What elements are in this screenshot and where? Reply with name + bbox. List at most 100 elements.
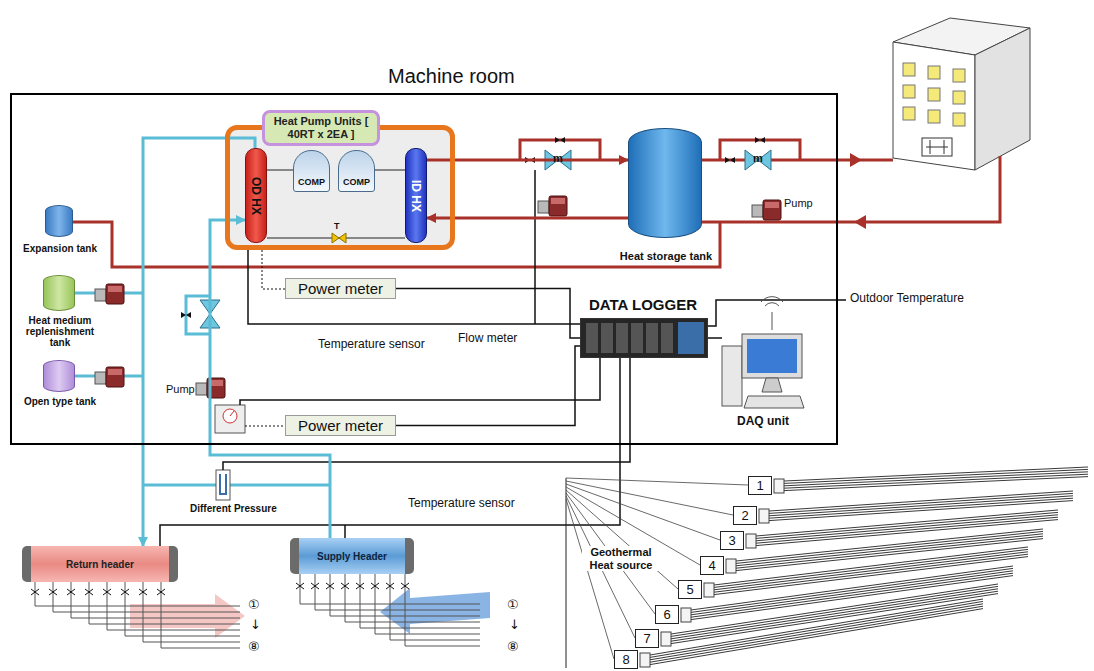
node-text: 8 (622, 652, 629, 667)
loop-pipe (671, 594, 998, 644)
branch-valve (296, 583, 304, 589)
node-text: OD HX (249, 176, 263, 214)
label: Outdoor Temperature (850, 292, 964, 306)
branch-valve (311, 583, 319, 589)
branch-pipe (107, 582, 240, 630)
branch-valve (326, 583, 334, 589)
pipe-connector (143, 138, 255, 546)
pipe-connector (396, 289, 580, 339)
label: m (553, 152, 563, 165)
loop-pipe (714, 549, 1028, 587)
loop-number: 2 (733, 506, 757, 525)
pipe-connector (396, 346, 580, 426)
branch-valve (31, 589, 39, 595)
node-text: Heat medium replenishment tank (21, 315, 99, 348)
return-header: Return header (22, 546, 178, 582)
power-meter: Power meter (285, 278, 396, 299)
loop-pipe (784, 477, 1088, 491)
label: Different Pressure (190, 503, 277, 515)
label: T (334, 221, 340, 231)
loop-number: 3 (720, 531, 744, 550)
node-text: DATA LOGGER (589, 296, 697, 313)
compressor: COMP (338, 150, 375, 192)
machine-room: Machine roomHeat Pump Units [ 40RT x 2EA… (10, 93, 838, 445)
branch-pipe (315, 574, 480, 610)
branch-pipe (53, 582, 240, 612)
label: ↓ (509, 618, 520, 633)
branch-valve (139, 589, 147, 595)
loop-header (746, 534, 756, 548)
label: Geothermal Heat source (582, 546, 660, 571)
label: ① (507, 598, 519, 613)
branch-pipe (161, 582, 240, 648)
branch-valve (356, 583, 364, 589)
branch-pipe (143, 582, 240, 642)
branch-pipe (89, 582, 240, 624)
loop-pipe (714, 547, 1028, 585)
node-text: 5 (686, 582, 693, 597)
loop-number: 5 (678, 580, 702, 599)
branch-valve (401, 583, 409, 589)
expansion-tank: Expansion tank (45, 205, 73, 237)
node-text: DAQ unit (722, 414, 804, 428)
leader-line (566, 490, 678, 589)
open-type-tank: Open type tank (43, 360, 75, 392)
leader-bar (566, 478, 567, 668)
branch-valve (341, 583, 349, 589)
loop-header (661, 632, 671, 646)
label: Pump (166, 383, 195, 396)
replenishment-tank: Heat medium replenishment tank (43, 275, 75, 311)
loop-pipe (650, 604, 983, 660)
branch-valve (49, 589, 57, 595)
loop-header (681, 608, 691, 622)
heat-exchanger: OD HX (245, 148, 267, 243)
node-text: 7 (643, 631, 650, 646)
branch-pipe (375, 574, 480, 634)
loop-header (726, 559, 736, 573)
label: Temperature sensor (318, 338, 425, 352)
loop-pipe (736, 531, 1043, 563)
branch-valve (85, 589, 93, 595)
label: ⑧ (507, 640, 519, 655)
loop-pipe (691, 568, 1013, 612)
node-text: ID HX (409, 179, 423, 211)
loop-pipe (736, 529, 1043, 561)
node-text: Supply Header (317, 551, 387, 562)
node-text: 4 (708, 558, 715, 573)
daq-computer: DAQ unit (722, 330, 804, 410)
loop-number: 6 (655, 605, 679, 624)
loop-header (774, 479, 784, 493)
compressor: COMP (293, 150, 330, 192)
node-text: Heat storage tank (606, 250, 726, 262)
label: ↓ (250, 618, 261, 633)
loop-header (759, 509, 769, 523)
loop-pipe (691, 573, 1013, 617)
loop-header (704, 583, 714, 597)
node-text: Power meter (298, 280, 383, 297)
loop-pipe (691, 576, 1013, 620)
heat-pump-housing: Heat Pump Units [ 40RT x 2EA ]OD HXCOMPC… (225, 125, 455, 250)
node-text: COMP (298, 177, 325, 187)
branch-pipe (35, 582, 240, 606)
branch-valve (386, 583, 394, 589)
node-text: Return header (66, 559, 134, 570)
node-text: Heat Pump Units [ 40RT x 2EA ] (262, 110, 380, 146)
branch-valve (121, 589, 129, 595)
branch-pipe (405, 574, 480, 646)
branch-pipe (125, 582, 240, 636)
node-text: 3 (728, 533, 735, 548)
node-text: Power meter (298, 417, 383, 434)
label: Temperature sensor (408, 497, 515, 511)
branch-pipe (360, 574, 480, 628)
leader-line (566, 481, 733, 515)
branch-valve (157, 589, 165, 595)
loop-pipe (784, 474, 1088, 488)
loop-pipe (650, 599, 983, 655)
label: Pump (784, 197, 813, 210)
branch-pipe (345, 574, 480, 622)
node-text: COMP (343, 177, 370, 187)
pipe-connector (427, 159, 628, 162)
label: m (753, 152, 763, 165)
loop-number: 7 (635, 629, 659, 648)
loop-pipe (650, 609, 983, 665)
